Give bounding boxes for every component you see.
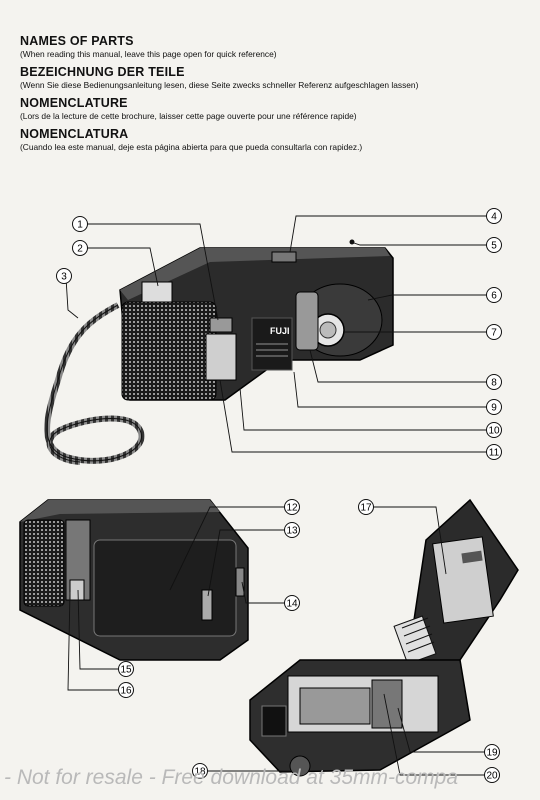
brand-label: FUJI [270,326,290,336]
svg-text:2: 2 [77,244,83,255]
svg-text:20: 20 [486,771,498,782]
heading-fr: NOMENCLATURE [20,96,128,110]
callout-10: 10 [486,422,502,438]
callout-11: 11 [486,444,502,460]
callout-17: 17 [358,499,374,515]
header-block: NAMES OF PARTS (When reading this manual… [20,34,530,158]
callout-20: 20 [484,767,500,783]
svg-text:17: 17 [360,503,372,514]
callout-2: 2 [72,240,88,256]
callout-19: 19 [484,744,500,760]
svg-text:6: 6 [491,291,497,302]
svg-text:13: 13 [286,526,298,537]
camera-rear-view [19,499,249,661]
callout-3: 3 [56,268,72,284]
callout-15: 15 [118,661,134,677]
callout-9: 9 [486,399,502,415]
callout-14: 14 [284,595,300,611]
flash-window [205,333,237,381]
callout-18: 18 [192,763,208,779]
note-es: (Cuando lea este manual, deje esta págin… [20,142,363,152]
svg-text:4: 4 [491,212,497,223]
callout-13: 13 [284,522,300,538]
leader-lines [65,215,488,776]
callout-12: 12 [284,499,300,515]
callout-8: 8 [486,374,502,390]
svg-text:14: 14 [286,599,298,610]
speaker-grille-rear [23,519,65,607]
svg-text:18: 18 [194,767,206,778]
back-door [93,539,237,637]
svg-text:5: 5 [491,241,497,252]
svg-text:10: 10 [488,426,500,437]
callout-1: 1 [72,216,88,232]
svg-text:15: 15 [120,665,132,676]
note-fr: (Lors de la lecture de cette brochure, l… [20,111,357,121]
cartridge-slot [371,679,403,729]
svg-text:12: 12 [286,503,298,514]
svg-text:3: 3 [61,272,67,283]
svg-text:16: 16 [120,686,132,697]
battery-cover [289,755,311,777]
viewfinder-window [141,281,173,303]
note-de: (Wenn Sie diese Bedienungsanleitung lese… [20,80,419,90]
heading-de: BEZEICHNUNG DER TEILE [20,65,185,79]
shutter-button [271,251,297,263]
film-chamber-lid-inner [432,536,494,624]
svg-text:1: 1 [77,220,83,231]
note-en: (When reading this manual, leave this pa… [20,49,277,59]
film-window [201,589,213,621]
callout-4: 4 [486,208,502,224]
camera-open-view [249,498,519,777]
indicator-dot [349,239,355,245]
camera-front-view: FUJI [44,239,394,465]
heading-es: NOMENCLATURA [20,127,129,141]
watermark: - Not for resale - Free download at 35mm… [4,766,459,789]
svg-text:19: 19 [486,748,498,759]
svg-text:11: 11 [489,448,500,459]
callout-5: 5 [486,237,502,253]
svg-text:7: 7 [491,328,497,339]
callout-6: 6 [486,287,502,303]
speaker-grille-front [121,301,217,401]
callout-7: 7 [486,324,502,340]
svg-text:9: 9 [491,403,497,414]
svg-text:8: 8 [491,378,497,389]
heading-en: NAMES OF PARTS [20,34,134,48]
callout-16: 16 [118,682,134,698]
